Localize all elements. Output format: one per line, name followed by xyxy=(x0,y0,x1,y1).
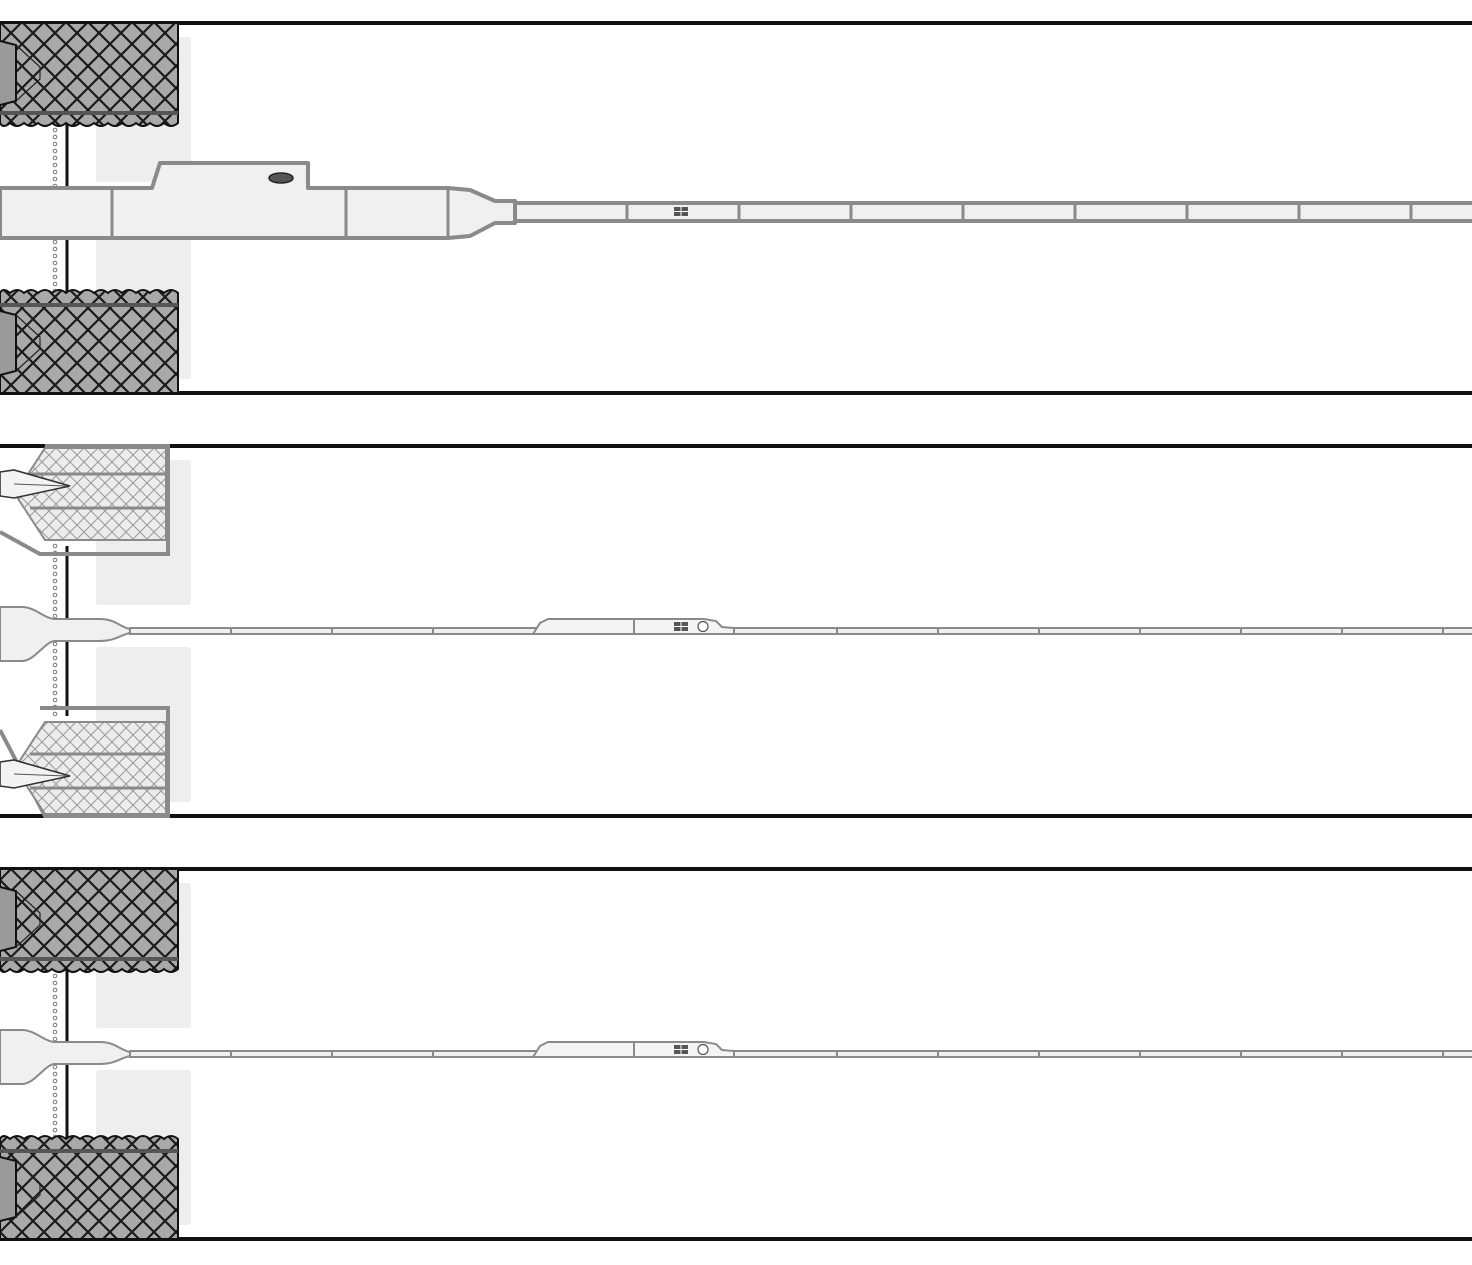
panel-3 xyxy=(0,867,1472,1241)
guide-dot xyxy=(52,1008,58,1014)
guide-dot xyxy=(52,1113,58,1119)
guide-dot xyxy=(52,606,58,612)
wire-shaft xyxy=(129,627,1472,635)
guide-dot xyxy=(52,1092,58,1098)
wire-ring-marker xyxy=(697,620,709,633)
guide-dot xyxy=(52,141,58,147)
guide-dot xyxy=(52,585,58,591)
clip-chevron xyxy=(15,1160,41,1218)
grasper-seam xyxy=(13,483,67,487)
guide-dot xyxy=(52,592,58,598)
guide-dot xyxy=(52,1001,58,1007)
guide-dot xyxy=(52,669,58,675)
guide-dot xyxy=(52,1022,58,1028)
guide-dot xyxy=(52,1036,58,1042)
guide-dot xyxy=(52,246,58,252)
panel-2 xyxy=(0,444,1472,818)
guide-dot xyxy=(52,690,58,696)
guide-dot xyxy=(52,641,58,647)
dilator-body xyxy=(0,161,517,240)
guide-dot xyxy=(52,148,58,154)
guide-dot xyxy=(52,987,58,993)
mesh-block xyxy=(0,1135,179,1240)
guide-dot xyxy=(52,127,58,133)
mesh-band xyxy=(0,303,178,307)
guide-dot xyxy=(52,134,58,140)
panel-1 xyxy=(0,21,1472,395)
guide-dot xyxy=(52,1127,58,1133)
clip-chevron xyxy=(15,314,41,372)
grasper-tip xyxy=(0,469,71,499)
marker-eye xyxy=(268,172,294,184)
mesh-block xyxy=(0,289,179,394)
wire-shaft xyxy=(129,1050,1472,1058)
jaw-mesh xyxy=(13,447,167,541)
clip-bracket xyxy=(0,886,17,952)
jaw-outline xyxy=(0,444,170,556)
guide-dot xyxy=(52,655,58,661)
guide-dot xyxy=(52,994,58,1000)
mesh-band xyxy=(0,111,178,115)
guide-dot xyxy=(52,1071,58,1077)
clip-bracket xyxy=(0,40,17,106)
grasper-tip xyxy=(0,759,71,789)
guide-dot xyxy=(52,169,58,175)
guide-dot xyxy=(52,1015,58,1021)
guide-dot xyxy=(52,683,58,689)
guide-dot xyxy=(52,1120,58,1126)
guide-dot xyxy=(52,1085,58,1091)
guide-dot xyxy=(52,613,58,619)
wire-shaft xyxy=(513,201,1472,223)
guide-dot xyxy=(52,239,58,245)
guide-dot xyxy=(52,1029,58,1035)
guide-dot xyxy=(52,648,58,654)
guide-dot xyxy=(52,155,58,161)
guide-dot xyxy=(52,267,58,273)
guide-dot xyxy=(52,1064,58,1070)
guide-dot xyxy=(52,599,58,605)
guide-dot xyxy=(52,281,58,287)
guide-dot xyxy=(52,676,58,682)
mesh-block xyxy=(0,868,179,973)
clip-chevron xyxy=(15,890,41,948)
guide-dot xyxy=(52,697,58,703)
mesh-band xyxy=(0,957,178,961)
guide-dot xyxy=(52,253,58,259)
guide-dot xyxy=(52,557,58,563)
jaw-mesh xyxy=(13,721,167,815)
guide-dot xyxy=(52,973,58,979)
guide-dot xyxy=(52,711,58,717)
grasper-seam xyxy=(13,773,67,777)
mesh-block xyxy=(0,22,179,127)
guide-dot xyxy=(52,564,58,570)
guide-dot xyxy=(52,571,58,577)
guide-dot xyxy=(52,1099,58,1105)
guide-dot xyxy=(52,1106,58,1112)
guide-dot xyxy=(52,176,58,182)
clip-chevron xyxy=(15,44,41,102)
clip-bracket xyxy=(0,310,17,376)
guide-dot xyxy=(52,578,58,584)
guide-dot xyxy=(52,980,58,986)
guide-dot xyxy=(52,274,58,280)
wire-ring-marker xyxy=(697,1043,709,1056)
guide-dot xyxy=(52,543,58,549)
panels-layer xyxy=(0,21,1472,1241)
guide-dot xyxy=(52,1078,58,1084)
guide-dot xyxy=(52,260,58,266)
mesh-band xyxy=(0,1149,178,1153)
guide-dot xyxy=(52,162,58,168)
clip-bracket xyxy=(0,1156,17,1222)
guide-dot xyxy=(52,662,58,668)
